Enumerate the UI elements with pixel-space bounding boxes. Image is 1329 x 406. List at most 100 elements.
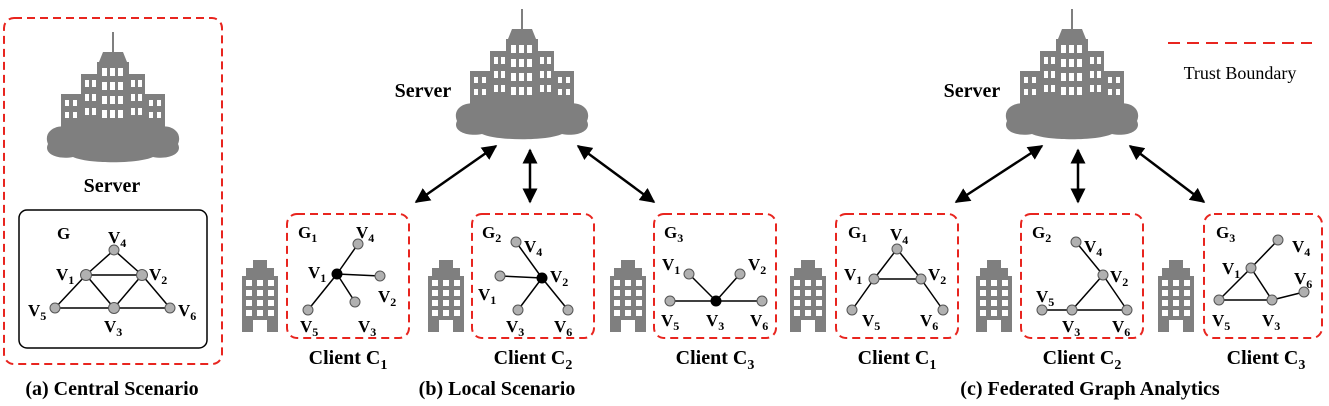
svg-text:V1: V1 — [662, 255, 680, 277]
trust-boundary-client-2 — [1020, 213, 1144, 339]
vertex-labels: V4 V2 V5 V3 V6 — [1036, 237, 1130, 339]
server-icon — [1005, 9, 1139, 140]
server-client-arrows — [414, 144, 656, 204]
svg-text:V6: V6 — [1294, 269, 1312, 291]
svg-text:V3: V3 — [358, 317, 376, 339]
svg-text:V2: V2 — [1110, 267, 1128, 289]
client-label: Client C2 — [494, 347, 573, 373]
svg-text:V2: V2 — [550, 267, 568, 289]
client-label: Client C2 — [1043, 347, 1122, 373]
legend: Trust Boundary — [1168, 42, 1312, 83]
graph-nodes — [1036, 236, 1133, 316]
svg-text:V1: V1 — [478, 285, 496, 307]
svg-text:V6: V6 — [1112, 317, 1130, 339]
central-graph-label: G — [57, 224, 70, 243]
svg-text:V3: V3 — [706, 311, 724, 333]
central-scenario: Server G V4 V1 V2 V5 V3 V — [3, 17, 223, 400]
graph-edges — [499, 241, 569, 311]
svg-text:V4: V4 — [1292, 237, 1310, 259]
vertex-labels: V4 V1 V2 V5 V3 — [300, 223, 396, 339]
trust-boundary-client-2 — [471, 213, 595, 339]
vertex-labels: V4 V2 V1 V3 V6 — [478, 237, 572, 339]
vertex-label: V3 — [104, 317, 122, 339]
graph-edges — [670, 273, 762, 302]
central-graph-edges — [54, 249, 171, 309]
node-v5 — [49, 302, 61, 314]
graph-label: G2 — [482, 223, 501, 245]
vertex-label: V6 — [178, 301, 196, 323]
vertex-label: V5 — [28, 301, 46, 323]
server-client-arrows — [954, 144, 1206, 204]
center-node — [331, 268, 343, 280]
node-v6 — [164, 302, 176, 314]
server-icon — [455, 9, 589, 140]
server-icon — [46, 32, 180, 163]
svg-text:V5: V5 — [862, 311, 880, 333]
client-building-icon — [610, 260, 646, 332]
central-graph-box — [18, 209, 208, 349]
svg-text:V4: V4 — [356, 223, 374, 245]
svg-text:V6: V6 — [750, 311, 768, 333]
client-label: Client C1 — [309, 347, 388, 373]
graph-edges — [307, 243, 381, 311]
center-node — [536, 272, 548, 284]
svg-text:V5: V5 — [1036, 287, 1054, 309]
client-building-icon — [790, 260, 826, 332]
federated-scenario: Server G1 V4 V1 V2 V5 V6 Client C1 — [790, 9, 1323, 400]
graph-label: G1 — [848, 223, 867, 245]
svg-text:V5: V5 — [300, 317, 318, 339]
node-v3 — [108, 302, 120, 314]
graph-edges — [1218, 239, 1305, 301]
svg-text:V6: V6 — [554, 317, 572, 339]
local-scenario: Server G1 V4 V1 V2 V5 V3 Client C1 — [242, 9, 777, 400]
client-building-icon — [976, 260, 1012, 332]
center-node — [710, 295, 722, 307]
svg-text:V2: V2 — [928, 265, 946, 287]
vertex-label: V1 — [56, 265, 74, 287]
trust-boundary-client-1 — [835, 213, 959, 339]
graph-nodes — [664, 268, 768, 307]
svg-text:V4: V4 — [524, 237, 542, 259]
trust-boundary-central — [3, 17, 223, 365]
server-label: Server — [944, 80, 1001, 102]
svg-text:V3: V3 — [1262, 311, 1280, 333]
node-v2 — [136, 269, 148, 281]
server-label: Server — [395, 80, 452, 102]
graph-nodes — [302, 238, 386, 316]
svg-text:V2: V2 — [748, 255, 766, 277]
client-building-icon — [1158, 260, 1194, 332]
client-label: Client C3 — [1227, 347, 1306, 373]
client-building-icon — [428, 260, 464, 332]
svg-text:V1: V1 — [1222, 259, 1240, 281]
trust-boundary-client-1 — [286, 213, 410, 339]
client-label: Client C3 — [676, 347, 755, 373]
svg-text:V5: V5 — [1212, 311, 1230, 333]
node-v4 — [108, 244, 120, 256]
graph-nodes — [1213, 234, 1310, 306]
vertex-labels: V4 V1 V6 V5 V3 — [1212, 237, 1312, 333]
graph-label: G3 — [1216, 223, 1235, 245]
graph-label: G2 — [1032, 223, 1051, 245]
vertex-labels: V1 V2 V5 V3 V6 — [661, 255, 768, 333]
client-label: Client C1 — [858, 347, 937, 373]
caption-c: (c) Federated Graph Analytics — [960, 378, 1220, 400]
svg-text:V4: V4 — [890, 225, 908, 247]
server-label: Server — [84, 175, 141, 197]
svg-text:V4: V4 — [1084, 237, 1102, 259]
node-v1 — [80, 269, 92, 281]
svg-text:V1: V1 — [308, 263, 326, 285]
trust-boundary-client-3 — [653, 213, 777, 339]
client-building-icon — [242, 260, 278, 332]
legend-label: Trust Boundary — [1184, 63, 1297, 83]
svg-text:V1: V1 — [844, 265, 862, 287]
vertex-label: V2 — [149, 265, 167, 287]
graph-nodes — [846, 243, 949, 316]
svg-text:V3: V3 — [506, 317, 524, 339]
caption-a: (a) Central Scenario — [25, 378, 198, 400]
svg-text:V2: V2 — [378, 287, 396, 309]
graph-label: G3 — [664, 223, 683, 245]
central-vertex-labels: V4 V1 V2 V5 V3 V6 — [28, 228, 196, 339]
graph-label: G1 — [298, 223, 317, 245]
